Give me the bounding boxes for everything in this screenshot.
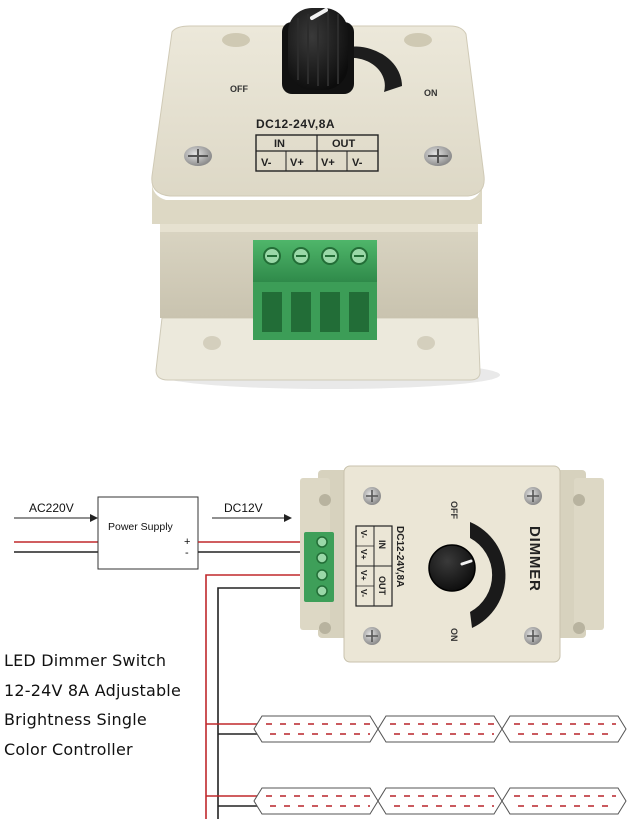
arrow-right-icon: [284, 514, 292, 522]
device-off-label: OFF: [449, 501, 459, 519]
caption-line: LED Dimmer Switch: [4, 651, 167, 670]
device-rating: DC12-24V,8A: [394, 526, 405, 587]
device-group-in: IN: [377, 540, 387, 549]
led-strip: [206, 787, 627, 815]
photo-off-label: OFF: [230, 84, 248, 94]
photo-group-in: IN: [274, 138, 285, 150]
photo-terminal: V-: [261, 157, 272, 169]
minus-sign: -: [185, 547, 189, 559]
screw-icon: [524, 627, 542, 645]
screw-icon: [424, 146, 452, 166]
mount-hole-left: [203, 336, 221, 350]
dimmer-lid: [151, 25, 485, 197]
dimmer-photo: D OFF ON DC12-24V,8A IN OUT V- V+ V+ V-: [151, 8, 500, 389]
device-group-out: OUT: [377, 576, 387, 596]
dimmer-device: OFF ON DIMMER DC12-24V,8A IN OUT V- V+ V…: [300, 465, 604, 663]
photo-group-out: OUT: [332, 138, 356, 150]
ac-input-label: AC220V: [29, 501, 74, 515]
terminal-block: [253, 240, 377, 340]
dc-output-label: DC12V: [224, 501, 263, 515]
photo-terminal-table: IN OUT V- V+ V+ V-: [255, 134, 379, 172]
knob-icon: [282, 8, 354, 94]
caption-line: Color Controller: [4, 739, 133, 759]
photo-terminal: V+: [290, 157, 304, 169]
power-supply-label: Power Supply: [108, 521, 174, 533]
screw-icon: [363, 627, 381, 645]
arrow-right-icon: [90, 514, 98, 522]
device-on-label: ON: [449, 628, 459, 642]
device-terminal: V-: [359, 589, 369, 597]
terminal-block: [304, 532, 334, 602]
product-caption: LED Dimmer Switch 12-24V 8A Adjustable B…: [4, 646, 214, 764]
mounting-flange: [155, 317, 481, 381]
led-strip: [206, 715, 627, 743]
screw-icon: [363, 487, 381, 505]
power-supply-box: [97, 496, 199, 570]
photo-on-label: ON: [424, 88, 438, 98]
device-terminal: V+: [359, 570, 369, 581]
device-terminal: V+: [359, 549, 369, 560]
caption-line: 12-24V 8A Adjustable: [4, 680, 181, 700]
screw-icon: [184, 146, 212, 166]
device-title: DIMMER: [526, 526, 543, 592]
photo-terminal: V-: [352, 157, 363, 169]
caption-line: Brightness Single: [4, 710, 147, 729]
knob-icon: [428, 544, 476, 592]
screw-icon: [524, 487, 542, 505]
photo-terminal: V+: [321, 157, 335, 169]
device-terminal-table: IN OUT V- V+ V+ V-: [355, 525, 393, 607]
plus-sign: +: [184, 536, 190, 548]
mount-hole-right: [417, 336, 435, 350]
wiring-diagram: AC220V Power Supply + - DC12V: [14, 465, 627, 819]
photo-rating: DC12-24V,8A: [256, 117, 335, 131]
device-terminal: V-: [359, 530, 369, 538]
